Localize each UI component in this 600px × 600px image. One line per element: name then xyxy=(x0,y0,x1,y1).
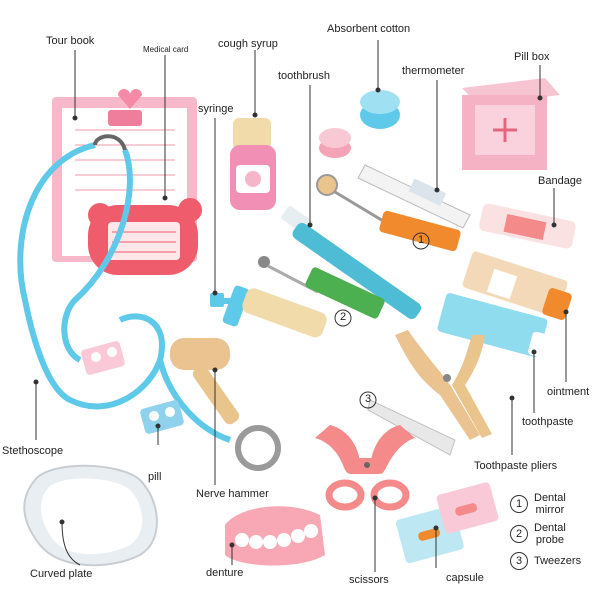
label-toothbrush: toothbrush xyxy=(278,70,330,82)
dental-probe-icon xyxy=(258,256,385,319)
label-ointment: ointment xyxy=(547,386,590,398)
label-stethoscope: Stethoscope xyxy=(2,445,64,457)
tweezers-icon xyxy=(367,399,456,456)
nerve-hammer-icon xyxy=(170,338,240,425)
stethoscope-icon xyxy=(17,134,281,471)
legend-text: Dental mirror xyxy=(534,492,566,516)
legend-number: 1 xyxy=(510,495,528,513)
legend-line: Dental xyxy=(534,492,566,504)
legend-number: 2 xyxy=(510,525,528,543)
label-toothpaste-pliers: Toothpaste pliers xyxy=(474,460,558,472)
numbered-markers xyxy=(334,232,430,409)
label-syringe: syringe xyxy=(198,103,234,115)
capsule-box-icon xyxy=(395,482,499,564)
pill-box-icon xyxy=(462,78,560,170)
absorbent-cotton-icon xyxy=(319,90,400,158)
marker-1: 1 xyxy=(417,234,425,246)
label-medical-card: Medical card xyxy=(143,45,189,54)
thermometer-icon xyxy=(357,164,471,229)
legend: 1 Dental mirror 2 Dental probe 3 Tweezer… xyxy=(510,492,598,576)
label-toothpaste: toothpaste xyxy=(522,416,574,428)
pliers-icon xyxy=(395,330,492,440)
bandage-icon xyxy=(479,203,576,249)
marker-2: 2 xyxy=(339,311,347,323)
label-absorbent-cotton: Absorbent cotton xyxy=(327,23,411,35)
legend-row-3: 3 Tweezers xyxy=(510,552,598,570)
label-pill-box: Pill box xyxy=(514,51,550,63)
curved-plate-icon xyxy=(23,464,158,567)
legend-row-1: 1 Dental mirror xyxy=(510,492,598,516)
legend-line: Dental xyxy=(534,522,566,534)
label-nerve-hammer: Nerve hammer xyxy=(196,488,269,500)
label-tour-book: Tour book xyxy=(46,35,95,47)
legend-line: Tweezers xyxy=(534,555,582,567)
label-curved-plate: Curved plate xyxy=(30,568,93,580)
denture-icon xyxy=(225,506,325,566)
legend-line: mirror xyxy=(535,504,565,516)
dental-mirror-icon xyxy=(316,174,461,252)
cough-syrup-icon xyxy=(230,118,276,210)
legend-text: Tweezers xyxy=(534,555,581,567)
legend-text: Dental probe xyxy=(534,522,566,546)
legend-row-2: 2 Dental probe xyxy=(510,522,598,546)
label-pill: pill xyxy=(148,471,162,483)
marker-3: 3 xyxy=(364,393,372,405)
label-denture: denture xyxy=(206,567,244,579)
syringe-icon xyxy=(210,285,327,338)
label-thermometer: thermometer xyxy=(402,65,465,77)
legend-number: 3 xyxy=(510,552,528,570)
legend-line: probe xyxy=(535,534,564,546)
label-capsule: capsule xyxy=(446,572,484,584)
toothbrush-icon xyxy=(281,206,422,320)
label-cough-syrup: cough syrup xyxy=(218,38,278,50)
scissors-icon xyxy=(315,425,415,511)
pill-icon xyxy=(81,341,184,434)
label-bandage: Bandage xyxy=(538,175,583,187)
medical-card-icon xyxy=(88,198,202,275)
label-scissors: scissors xyxy=(349,574,389,586)
leader-lines xyxy=(33,40,569,572)
